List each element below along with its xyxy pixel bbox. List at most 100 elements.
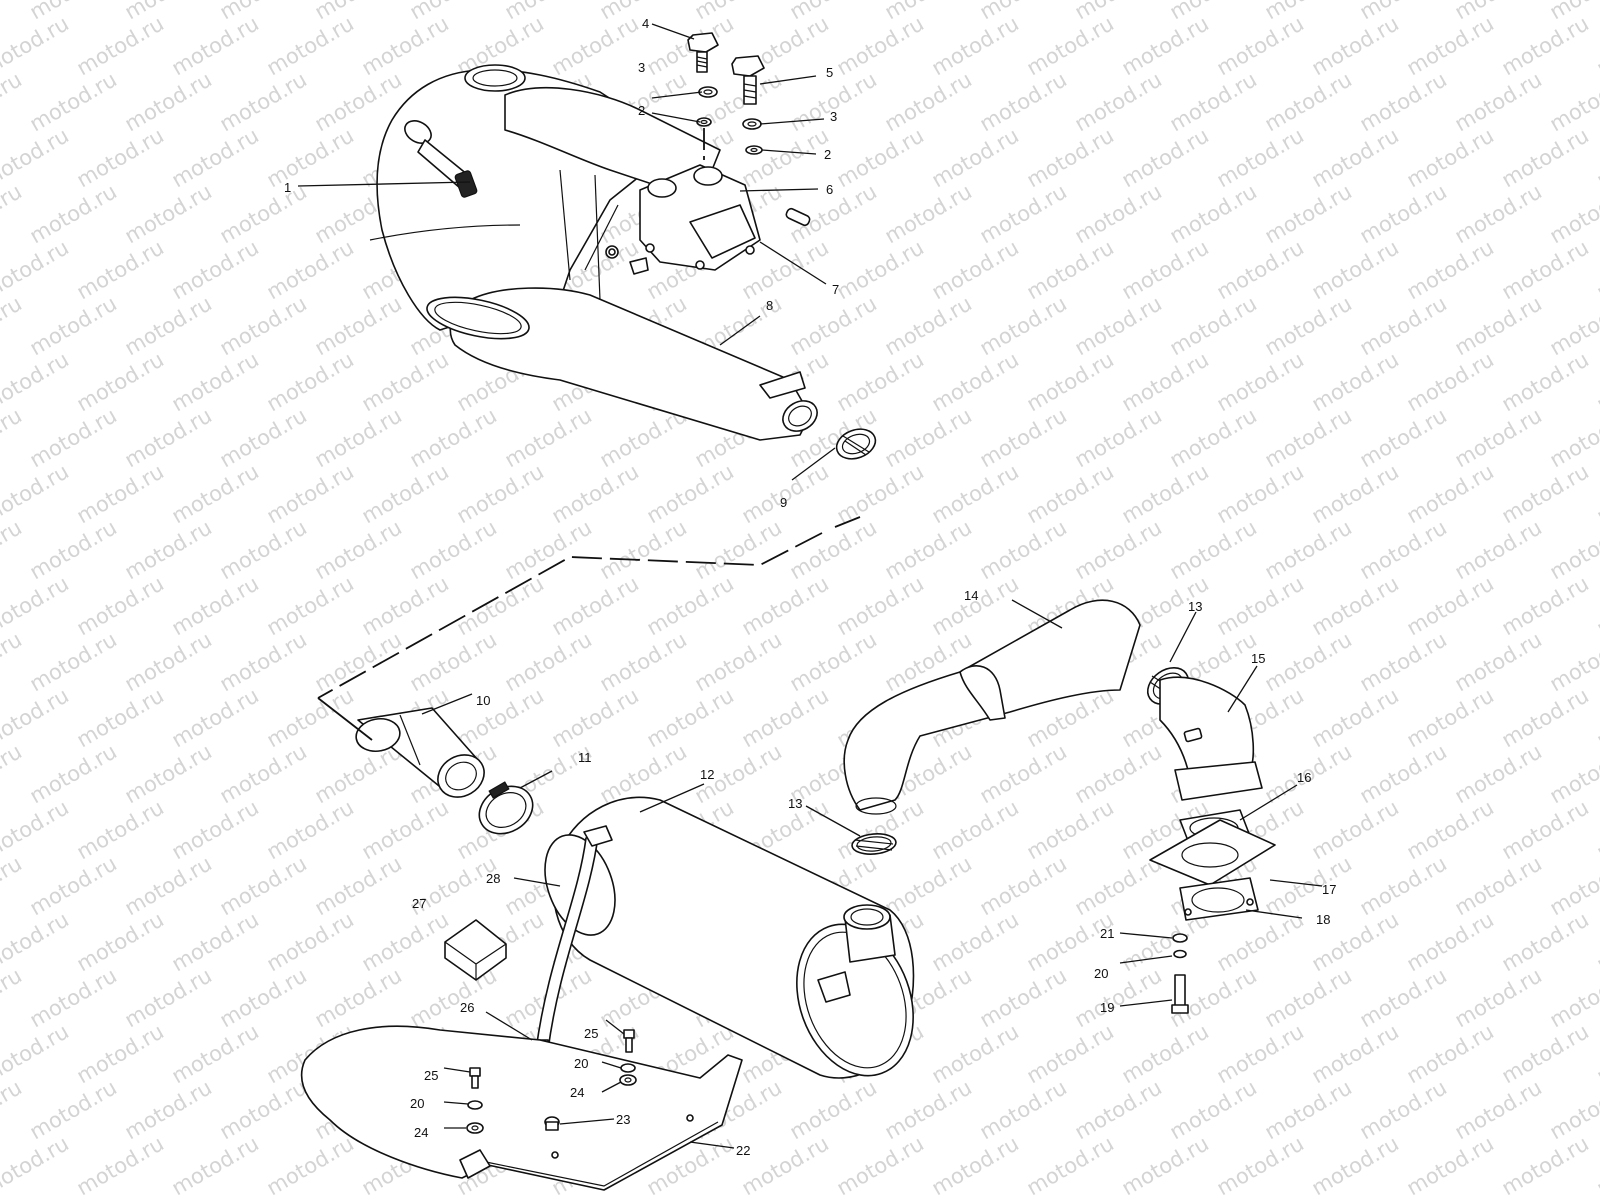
watermark-text: motod.ru	[1071, 739, 1166, 808]
watermark-text: motod.ru	[501, 515, 596, 584]
washer-21	[1172, 933, 1188, 943]
callout-24-right: 24	[570, 1085, 584, 1100]
watermark-text: motod.ru	[216, 0, 311, 24]
watermark-text: motod.ru	[976, 1075, 1071, 1144]
watermark-text: motod.ru	[1308, 795, 1403, 864]
callout-28: 28	[486, 871, 500, 886]
watermark-text: motod.ru	[121, 1075, 216, 1144]
watermark-text: motod.ru	[1023, 1131, 1118, 1200]
watermark-text: motod.ru	[738, 123, 833, 192]
watermark-text: motod.ru	[0, 403, 26, 472]
watermark-text: motod.ru	[168, 907, 263, 976]
watermark-text: motod.ru	[168, 795, 263, 864]
watermark-text: motod.ru	[1403, 795, 1498, 864]
watermark-text: motod.ru	[26, 291, 121, 360]
watermark-text: motod.ru	[168, 123, 263, 192]
watermark-text: motod.ru	[0, 739, 26, 808]
watermark-text: motod.ru	[1546, 403, 1600, 472]
watermark-text: motod.ru	[1213, 571, 1308, 640]
callout-14: 14	[964, 588, 978, 603]
grommet-23	[544, 1116, 560, 1131]
watermark-text: motod.ru	[1546, 515, 1600, 584]
watermark-text: motod.ru	[1356, 179, 1451, 248]
watermark-text: motod.ru	[358, 795, 453, 864]
watermark-text: motod.ru	[1498, 123, 1593, 192]
watermark-text: motod.ru	[1451, 291, 1546, 360]
watermark-text: motod.ru	[168, 347, 263, 416]
watermark-text: motod.ru	[501, 403, 596, 472]
watermark-text: motod.ru	[1403, 11, 1498, 80]
watermark-text: motod.ru	[73, 571, 168, 640]
watermark-text: motod.ru	[786, 1075, 881, 1144]
watermark-text: motod.ru	[1308, 1131, 1403, 1200]
watermark-text: motod.ru	[26, 179, 121, 248]
watermark-text: motod.ru	[1356, 627, 1451, 696]
watermark-text: motod.ru	[121, 739, 216, 808]
watermark-text: motod.ru	[548, 459, 643, 528]
watermark-text: motod.ru	[73, 347, 168, 416]
watermark-text: motod.ru	[1498, 683, 1593, 752]
watermark-text: motod.ru	[1498, 1131, 1593, 1200]
callout-2-upper-left: 2	[638, 103, 645, 118]
watermark-text: motod.ru	[1071, 1075, 1166, 1144]
watermark-text: motod.ru	[1451, 963, 1546, 1032]
washer-20-right	[620, 1063, 636, 1073]
watermark-text: motod.ru	[1498, 459, 1593, 528]
watermark-text: motod.ru	[1356, 291, 1451, 360]
watermark-text: motod.ru	[976, 67, 1071, 136]
watermark-text: motod.ru	[1071, 67, 1166, 136]
leader-lines	[297, 23, 1323, 1149]
watermark-text: motod.ru	[1166, 0, 1261, 24]
watermark-text: motod.ru	[311, 739, 406, 808]
watermark-text: motod.ru	[928, 123, 1023, 192]
watermark-text: motod.ru	[73, 683, 168, 752]
watermark-text: motod.ru	[168, 459, 263, 528]
watermark-text: motod.ru	[1308, 11, 1403, 80]
watermark-text: motod.ru	[1593, 123, 1600, 192]
washer-24-right	[619, 1074, 637, 1086]
watermark-text: motod.ru	[73, 459, 168, 528]
watermark-text: motod.ru	[928, 347, 1023, 416]
watermark-text: motod.ru	[1261, 851, 1356, 920]
watermark-text: motod.ru	[738, 571, 833, 640]
watermark-text: motod.ru	[311, 851, 406, 920]
watermark-text: motod.ru	[216, 1075, 311, 1144]
watermark-text: motod.ru	[1356, 67, 1451, 136]
watermark-text: motod.ru	[1118, 1131, 1213, 1200]
watermark-text: motod.ru	[881, 515, 976, 584]
watermark-text: motod.ru	[358, 907, 453, 976]
watermark-text: motod.ru	[26, 403, 121, 472]
bolt-19	[1171, 974, 1189, 1014]
watermark-text: motod.ru	[1261, 515, 1356, 584]
watermark-text: motod.ru	[1451, 1075, 1546, 1144]
watermark-text: motod.ru	[1166, 291, 1261, 360]
watermark-text: motod.ru	[1451, 0, 1546, 24]
watermark-text: motod.ru	[881, 179, 976, 248]
watermark-text: motod.ru	[1023, 1019, 1118, 1088]
bolt-25-right	[623, 1029, 635, 1053]
watermark-text: motod.ru	[263, 123, 358, 192]
callout-18: 18	[1316, 912, 1330, 927]
watermark-text: motod.ru	[1593, 11, 1600, 80]
watermark-text: motod.ru	[0, 0, 26, 24]
watermark-text: motod.ru	[928, 235, 1023, 304]
watermark-text: motod.ru	[358, 571, 453, 640]
watermark-text: motod.ru	[1213, 1131, 1308, 1200]
watermark-text: motod.ru	[1498, 11, 1593, 80]
watermark-text: motod.ru	[1071, 403, 1166, 472]
watermark-text: motod.ru	[833, 123, 928, 192]
watermark-text: motod.ru	[1213, 235, 1308, 304]
clamp-11	[478, 781, 534, 835]
watermark-text: motod.ru	[121, 403, 216, 472]
watermark-text: motod.ru	[1403, 571, 1498, 640]
watermark-text: motod.ru	[1546, 627, 1600, 696]
watermark-text: motod.ru	[1166, 67, 1261, 136]
gasket-17	[1149, 819, 1276, 886]
watermark-text: motod.ru	[1023, 459, 1118, 528]
watermark-text: motod.ru	[1261, 179, 1356, 248]
watermark-text: motod.ru	[1213, 459, 1308, 528]
watermark-text: motod.ru	[881, 0, 976, 24]
watermark-text: motod.ru	[1546, 291, 1600, 360]
watermark-text: motod.ru	[1261, 963, 1356, 1032]
watermark-text: motod.ru	[1498, 571, 1593, 640]
